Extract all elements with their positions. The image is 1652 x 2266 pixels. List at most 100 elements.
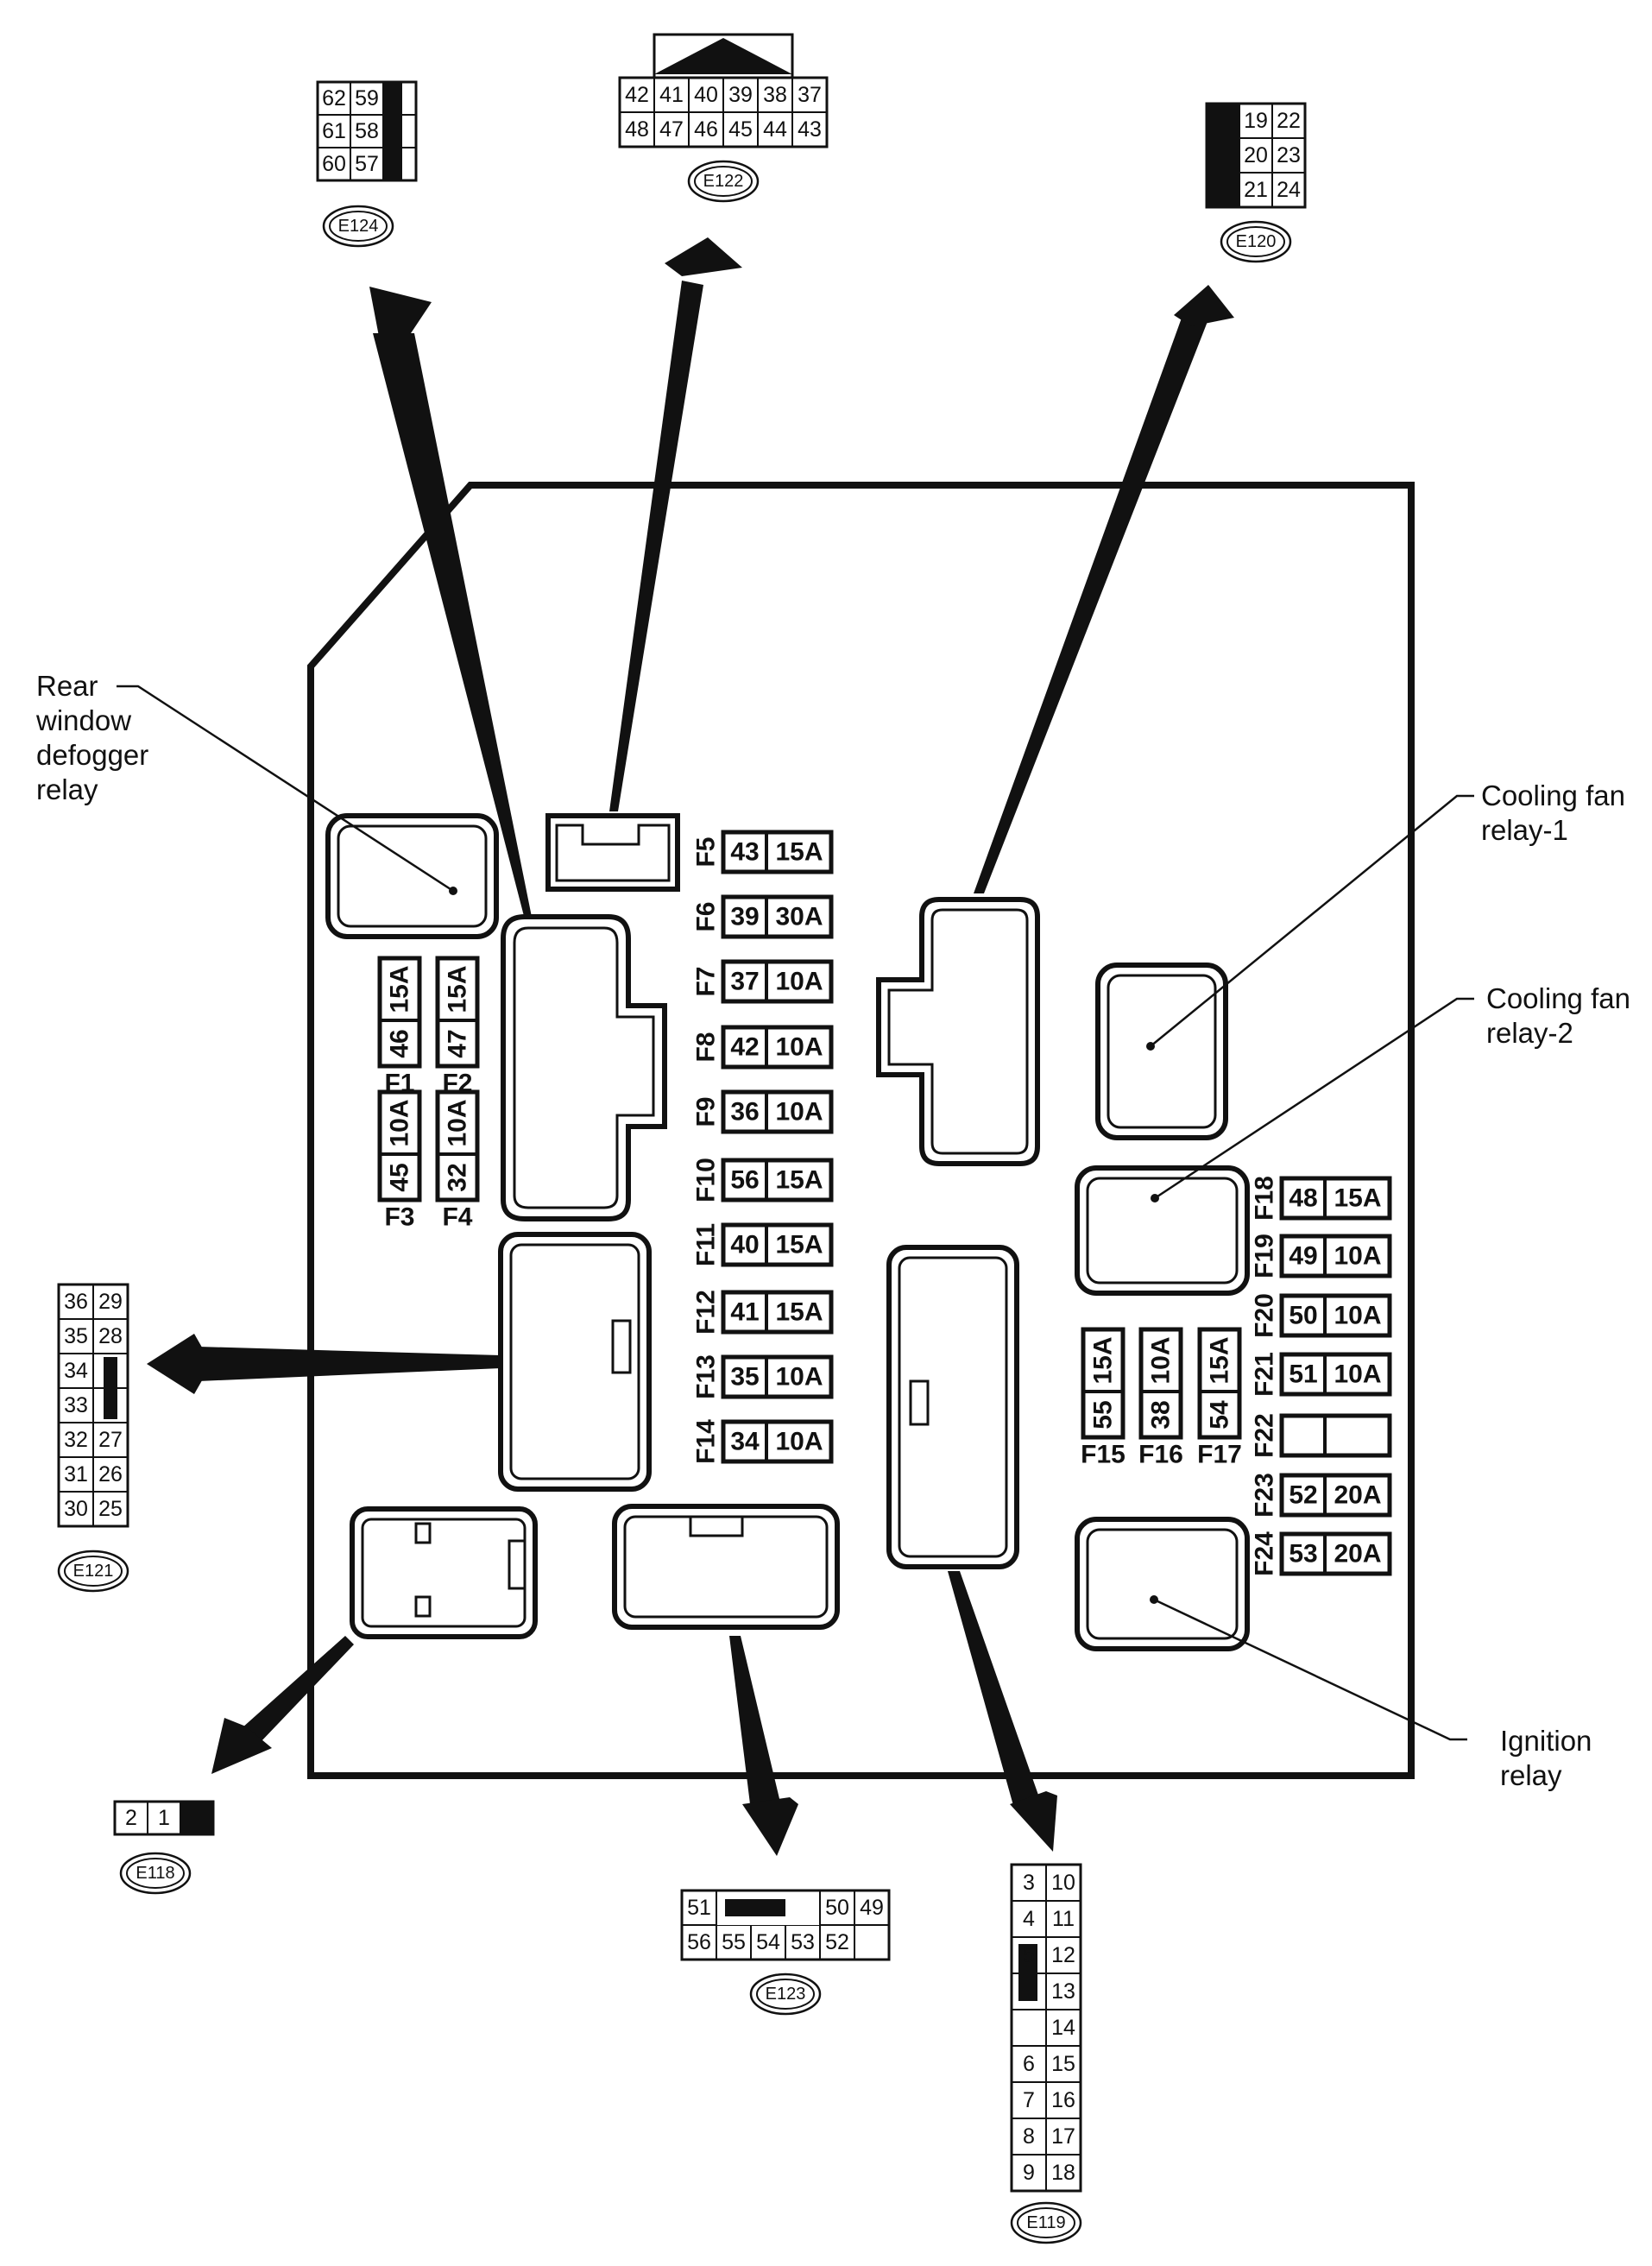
pin-label: 43 [798,117,822,142]
pin-label: 54 [756,1930,780,1954]
pin-label: 39 [728,83,753,107]
pin-label: 55 [722,1930,746,1954]
fuse-rating: 10A [775,968,823,996]
pin-label: 25 [98,1497,123,1521]
connector-id: E122 [703,172,744,191]
fuse-slot-number: 51 [1289,1360,1317,1389]
fuse-id-label: F6 [692,901,721,931]
fuse-rating: 15A [1089,1336,1118,1384]
fuse-id-label: F22 [1251,1413,1279,1458]
socket-e119 [886,1245,1019,1569]
pin-label: 51 [687,1896,711,1920]
pin-label: 16 [1051,2088,1075,2112]
connector-id: E123 [766,1985,806,2004]
pin-label: 44 [763,117,787,142]
pin-label: 26 [98,1462,123,1486]
socket-e123 [612,1504,840,1630]
arrow-to-e122-head [665,237,742,276]
arrow-to-e118 [242,1636,354,1744]
pin-label: 62 [322,86,346,110]
fuse-id-label: F18 [1251,1176,1279,1221]
fuse-id-label: F14 [692,1419,721,1464]
arrow-to-e120-head [1174,285,1234,326]
fuse-rating: 10A [386,1099,414,1146]
fuse-rating: 15A [775,838,823,867]
fuse-rating: 10A [775,1098,823,1127]
fuse-slot-number: 52 [1289,1481,1317,1510]
pin-label: 40 [694,83,718,107]
socket-e120 [876,897,1040,1166]
pin-label: 23 [1277,143,1301,167]
svg-text:Ignition: Ignition [1500,1725,1592,1757]
pin-label: 48 [625,117,649,142]
fuse-slot-number: 36 [730,1098,759,1127]
pin-label: 17 [1051,2124,1075,2149]
relay-ignition [1075,1517,1250,1651]
relay-cooling-fan-2 [1075,1165,1250,1296]
pin-label: 15 [1051,2052,1075,2076]
caption-ignition-relay: Ignition relay [1500,1725,1592,1791]
fuse-slot-number: 32 [444,1163,472,1191]
pin-label: 3 [1023,1871,1035,1895]
fuse-slot-number: 38 [1147,1400,1176,1429]
svg-text:Cooling fan: Cooling fan [1486,982,1630,1014]
fuse-id-label: F4 [442,1203,472,1232]
fuse-slot-number: 37 [730,968,759,996]
pin-label: 37 [798,83,822,107]
fuse-slot-number: 48 [1289,1184,1317,1213]
pin-label: 24 [1277,178,1301,202]
pin-label: 6 [1023,2052,1035,2076]
pin-label: 20 [1244,143,1268,167]
pin-label: 5 [1023,1943,1035,1967]
pin-label: 56 [687,1930,711,1954]
pin-label: 9 [1023,2161,1035,2185]
arrow-to-e123-head [742,1797,798,1856]
arrows [147,237,1234,1856]
pin-label: 42 [625,83,649,107]
fuse-id-label: F17 [1197,1441,1242,1469]
fuse-rating: 10A [1334,1360,1381,1389]
pin-label: 47 [659,117,684,142]
pin-label: 32 [64,1428,88,1452]
arrow-to-e124-head [369,287,432,341]
fuse-rating: 10A [444,1099,472,1146]
fuse-slot-number: 56 [730,1166,759,1195]
pin-label: 30 [64,1497,88,1521]
fuse-slot-number: 35 [730,1363,759,1392]
fuse-id-label: F10 [692,1158,721,1202]
svg-text:relay: relay [1500,1759,1562,1791]
socket-e124 [501,914,667,1221]
fuse-id-label: F19 [1251,1234,1279,1278]
fuse-rating: 10A [1334,1302,1381,1330]
arrow-to-e121 [199,1347,501,1381]
connector-id: E124 [338,217,379,236]
pin-label: 29 [98,1290,123,1314]
pin-label: 8 [1023,2124,1035,2149]
fuse-slot-number: 55 [1089,1400,1118,1429]
pin-label: 7 [1023,2088,1035,2112]
svg-text:relay-2: relay-2 [1486,1017,1573,1049]
pin-label: 61 [322,119,346,143]
relay-rear-window-defogger [325,813,499,939]
pin-label: 59 [355,86,379,110]
